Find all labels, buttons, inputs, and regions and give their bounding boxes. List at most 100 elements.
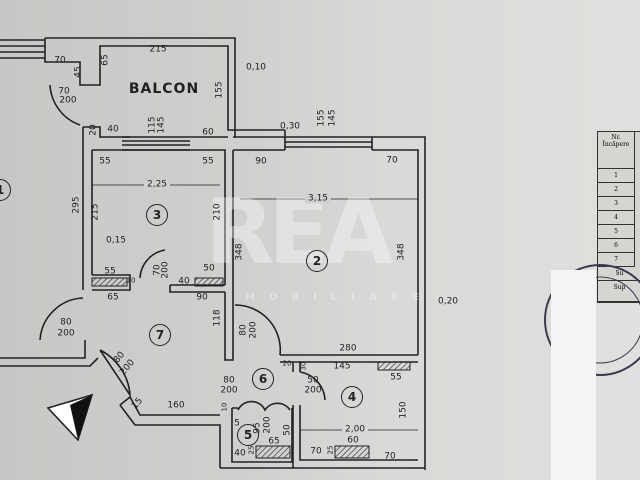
dimension-label: 65 [268, 436, 280, 447]
dimension-label: 215 [149, 44, 167, 55]
table-row: 2 [598, 183, 635, 197]
dimension-label: 0,15 [105, 235, 127, 246]
table-footer: Su [598, 267, 640, 281]
dimension-label: 50 [307, 375, 319, 386]
dimension-label: 348 [396, 243, 407, 261]
radiator [334, 445, 370, 459]
dimension-label: 40 [234, 448, 246, 459]
dimension-label: 55 [104, 266, 116, 277]
room-number-5: 5 [237, 424, 259, 446]
dimension-label: 145 [156, 116, 167, 134]
balcony-walls [44, 37, 285, 148]
dimension-label: 10 [220, 402, 229, 412]
room-5-walls [231, 407, 293, 463]
dimension-label: 200 [220, 385, 238, 396]
dimension-label: 40 [107, 124, 119, 135]
entrance-door-swing [39, 297, 84, 341]
radiator [377, 361, 411, 371]
dimension-label: 80 [60, 317, 72, 328]
room-number-4: 4 [341, 386, 363, 408]
dimension-label: 90 [255, 156, 267, 167]
dimension-label: 10 [126, 276, 136, 285]
dimension-label: 25 [247, 445, 256, 455]
table-footer: Sup [598, 281, 640, 302]
table-row: 5 [598, 225, 635, 239]
dimension-label: 55 [202, 156, 214, 167]
dimension-label: 50 [203, 263, 215, 274]
room-number-2: 2 [306, 250, 328, 272]
balcony-door-swing [49, 84, 81, 126]
dimension-label: 60 [202, 127, 214, 138]
dimension-label: 200 [160, 261, 171, 279]
dimension-label: 20 [88, 124, 99, 136]
dimension-label: 280 [339, 343, 357, 354]
hallway-walls [0, 292, 234, 468]
dimension-label: 70 [386, 155, 398, 166]
redaction-block [551, 270, 596, 480]
balcony-label: BALCON [128, 81, 200, 97]
dimension-label: 0,30 [279, 121, 301, 132]
dimension-label: 3,15 [304, 194, 332, 204]
dimension-label: 80 [223, 375, 235, 386]
dimension-label: 150 [398, 401, 409, 419]
dimension-label: 50 [282, 424, 293, 436]
dimension-label: 160 [167, 400, 185, 411]
dimension-label: 55 [99, 156, 111, 167]
room-5-door-swing [237, 400, 291, 412]
dimension-label: 70 [54, 55, 66, 66]
room-2-door-swing [234, 304, 282, 356]
dimension-label: 348 [234, 243, 245, 261]
dimension-label: 90 [196, 292, 208, 303]
front-door-swing [99, 349, 132, 398]
room-2-walls [232, 130, 426, 470]
dimension-label: 55 [390, 372, 402, 383]
room-3-walls [82, 148, 226, 293]
room-number-3: 3 [146, 204, 168, 226]
dimension-label: 118 [212, 309, 223, 327]
dimension-label: 200 [304, 385, 322, 396]
room-area-table: Nr. Încăpere 1 2 3 4 5 6 7 Su Sup [597, 131, 640, 303]
dimension-label: 25 [326, 445, 335, 455]
dimension-label: 60 [347, 435, 359, 446]
dimension-label: 0,10 [245, 62, 267, 73]
table-row: 4 [598, 211, 635, 225]
dimension-label: 200 [248, 321, 259, 339]
room-3-door-swing [139, 249, 166, 279]
dimension-label: 210 [212, 203, 223, 221]
dimension-label: 95 [252, 422, 263, 434]
room-number-7: 7 [149, 324, 171, 346]
dimension-label: 0,20 [437, 296, 459, 307]
table-row: 1 [598, 169, 635, 183]
exterior-wall [0, 39, 45, 59]
room-4-door-swing [299, 371, 326, 401]
radiator [91, 277, 128, 287]
dimension-label: 145 [327, 109, 338, 127]
dimension-label: 200 [59, 95, 77, 106]
dimension-label: 295 [71, 196, 82, 214]
dimension-label: 70 [384, 451, 396, 462]
dimension-label: 145 [333, 361, 351, 372]
dimension-label: 40 [178, 276, 190, 287]
dimension-label: 200 [57, 328, 75, 339]
radiator [194, 277, 224, 287]
north-arrow-icon [70, 395, 92, 440]
balcony-window [122, 136, 190, 151]
dimension-label: 2,00 [341, 425, 369, 435]
table-header: Nr. Încăpere [598, 132, 635, 169]
dimension-label: 65 [100, 54, 111, 66]
dimension-label: 80 [238, 324, 249, 336]
table-row: 6 [598, 239, 635, 253]
watermark-logo: REA [205, 180, 393, 285]
dimension-label: 155 [316, 109, 327, 127]
table-row: 3 [598, 197, 635, 211]
dimension-label: 70 [310, 446, 322, 457]
dimension-label: 70 [58, 86, 70, 97]
room-number-6: 6 [252, 368, 274, 390]
dimension-label: 5 [234, 418, 240, 429]
dimension-label: 215 [90, 203, 101, 221]
dimension-label: 200 [262, 416, 273, 434]
dimension-label: 155 [214, 81, 225, 99]
dimension-label: 20 [282, 359, 292, 368]
